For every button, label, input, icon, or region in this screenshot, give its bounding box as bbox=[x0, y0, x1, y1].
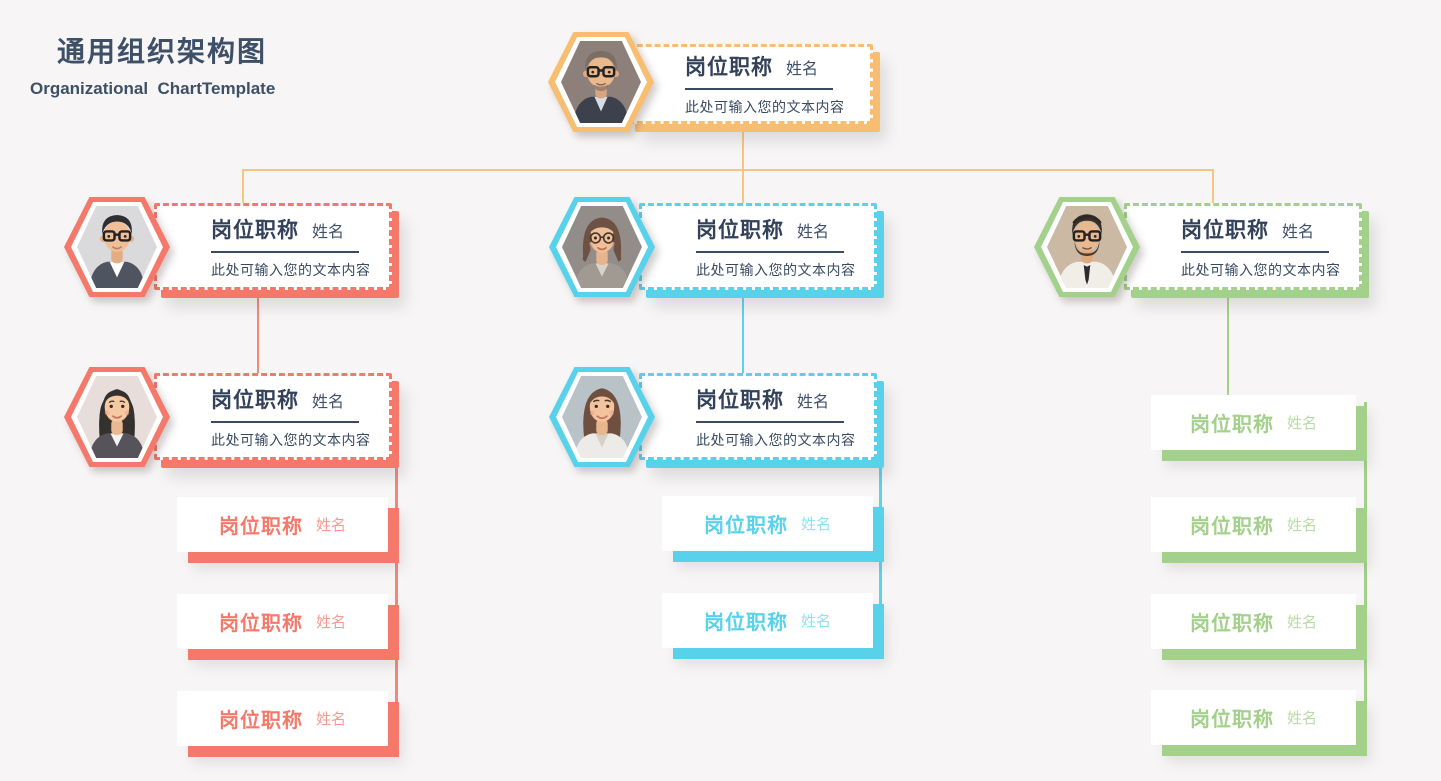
org-leaf-green-2[interactable]: 岗位职称 姓名 bbox=[1151, 497, 1356, 552]
divider bbox=[696, 420, 844, 423]
person-name: 姓名 bbox=[797, 393, 830, 411]
connector-level1-horizontal bbox=[242, 169, 1214, 171]
divider bbox=[211, 420, 359, 423]
org-node-cyan-manager[interactable]: 岗位职称 姓名 此处可输入您的文本内容 bbox=[546, 191, 906, 311]
description-text: 此处可输入您的文本内容 bbox=[696, 431, 856, 448]
node-card: 岗位职称 姓名 此处可输入您的文本内容 bbox=[639, 373, 877, 460]
position-title: 岗位职称 bbox=[696, 388, 784, 412]
position-title: 岗位职称 bbox=[1189, 516, 1274, 538]
avatar-hexagon bbox=[64, 197, 170, 297]
node-card: 岗位职称 姓名 此处可输入您的文本内容 bbox=[154, 373, 392, 460]
position-title: 岗位职称 bbox=[1189, 613, 1274, 635]
position-title: 岗位职称 bbox=[218, 613, 303, 635]
org-leaf-cyan-2[interactable]: 岗位职称 姓名 bbox=[662, 593, 873, 648]
org-leaf-green-3[interactable]: 岗位职称 姓名 bbox=[1151, 594, 1356, 649]
young-man-tie-glasses-photo bbox=[1047, 206, 1127, 288]
avatar-hexagon bbox=[548, 32, 654, 132]
page-subtitle: Organizational ChartTemplate bbox=[30, 79, 276, 98]
position-title: 岗位职称 bbox=[211, 388, 299, 412]
person-name: 姓名 bbox=[312, 393, 345, 411]
divider bbox=[211, 250, 359, 253]
person-name: 姓名 bbox=[315, 711, 346, 728]
description-text: 此处可输入您的文本内容 bbox=[211, 261, 371, 278]
person-name: 姓名 bbox=[1286, 614, 1317, 631]
position-title: 岗位职称 bbox=[703, 515, 788, 537]
org-node-root[interactable]: 岗位职称 姓名 此处可输入您的文本内容 bbox=[545, 26, 905, 146]
connector-drop-right bbox=[1212, 169, 1214, 203]
young-woman-dark-hair-photo bbox=[77, 376, 157, 458]
position-title: 岗位职称 bbox=[218, 710, 303, 732]
node-card: 岗位职称 姓名 此处可输入您的文本内容 bbox=[1124, 203, 1362, 290]
person-name: 姓名 bbox=[312, 223, 345, 241]
node-card: 岗位职称 姓名 此处可输入您的文本内容 bbox=[154, 203, 392, 290]
person-name: 姓名 bbox=[315, 517, 346, 534]
position-title: 岗位职称 bbox=[685, 56, 773, 79]
description-text: 此处可输入您的文本内容 bbox=[685, 99, 845, 115]
org-leaf-red-2[interactable]: 岗位职称 姓名 bbox=[177, 594, 388, 649]
org-leaf-green-4[interactable]: 岗位职称 姓名 bbox=[1151, 690, 1356, 745]
node-card: 岗位职称 姓名 此处可输入您的文本内容 bbox=[639, 203, 877, 290]
org-node-green-manager[interactable]: 岗位职称 姓名 此处可输入您的文本内容 bbox=[1031, 191, 1391, 311]
position-title: 岗位职称 bbox=[211, 218, 299, 242]
org-node-red-manager[interactable]: 岗位职称 姓名 此处可输入您的文本内容 bbox=[61, 191, 421, 311]
person-name: 姓名 bbox=[1286, 415, 1317, 432]
connector-red-leaf-chain bbox=[395, 455, 398, 745]
young-man-glasses-photo bbox=[77, 206, 157, 288]
senior-man-glasses-photo bbox=[561, 41, 641, 123]
position-title: 岗位职称 bbox=[703, 612, 788, 634]
description-text: 此处可输入您的文本内容 bbox=[211, 431, 371, 448]
org-node-red-deputy[interactable]: 岗位职称 姓名 此处可输入您的文本内容 bbox=[61, 361, 421, 481]
avatar-hexagon bbox=[1034, 197, 1140, 297]
org-leaf-green-1[interactable]: 岗位职称 姓名 bbox=[1151, 395, 1356, 450]
org-leaf-red-3[interactable]: 岗位职称 姓名 bbox=[177, 691, 388, 746]
divider bbox=[696, 250, 844, 253]
description-text: 此处可输入您的文本内容 bbox=[1181, 261, 1341, 278]
avatar-hexagon bbox=[549, 367, 655, 467]
connector-green-leaf-chain bbox=[1364, 402, 1367, 745]
position-title: 岗位职称 bbox=[696, 218, 784, 242]
divider bbox=[685, 88, 833, 90]
avatar-hexagon bbox=[64, 367, 170, 467]
chart-header: 通用组织架构图 Organizational ChartTemplate bbox=[30, 30, 275, 99]
avatar-hexagon bbox=[549, 197, 655, 297]
connector-cyan-manager-deputy bbox=[742, 292, 744, 375]
connector-cyan-leaf-chain bbox=[879, 455, 882, 648]
connector-drop-middle bbox=[742, 169, 744, 203]
org-leaf-red-1[interactable]: 岗位职称 姓名 bbox=[177, 497, 388, 552]
person-name: 姓名 bbox=[1282, 223, 1315, 241]
person-name: 姓名 bbox=[786, 61, 819, 78]
person-name: 姓名 bbox=[1286, 517, 1317, 534]
description-text: 此处可输入您的文本内容 bbox=[696, 261, 856, 278]
node-card: 岗位职称 姓名 此处可输入您的文本内容 bbox=[628, 44, 873, 124]
connector-root-down bbox=[742, 130, 744, 171]
page-title: 通用组织架构图 bbox=[57, 36, 268, 67]
position-title: 岗位职称 bbox=[1189, 709, 1274, 731]
position-title: 岗位职称 bbox=[218, 516, 303, 538]
org-node-cyan-deputy[interactable]: 岗位职称 姓名 此处可输入您的文本内容 bbox=[546, 361, 906, 481]
person-name: 姓名 bbox=[800, 516, 831, 533]
position-title: 岗位职称 bbox=[1189, 414, 1274, 436]
connector-green-manager-leaf bbox=[1227, 292, 1229, 398]
divider bbox=[1181, 250, 1329, 253]
connector-red-manager-deputy bbox=[257, 292, 259, 375]
position-title: 岗位职称 bbox=[1181, 218, 1269, 242]
woman-white-blazer-photo bbox=[562, 376, 642, 458]
person-name: 姓名 bbox=[800, 613, 831, 630]
person-name: 姓名 bbox=[1286, 710, 1317, 727]
mature-woman-glasses-photo bbox=[562, 206, 642, 288]
person-name: 姓名 bbox=[315, 614, 346, 631]
org-leaf-cyan-1[interactable]: 岗位职称 姓名 bbox=[662, 496, 873, 551]
connector-drop-left bbox=[242, 169, 244, 203]
person-name: 姓名 bbox=[797, 223, 830, 241]
